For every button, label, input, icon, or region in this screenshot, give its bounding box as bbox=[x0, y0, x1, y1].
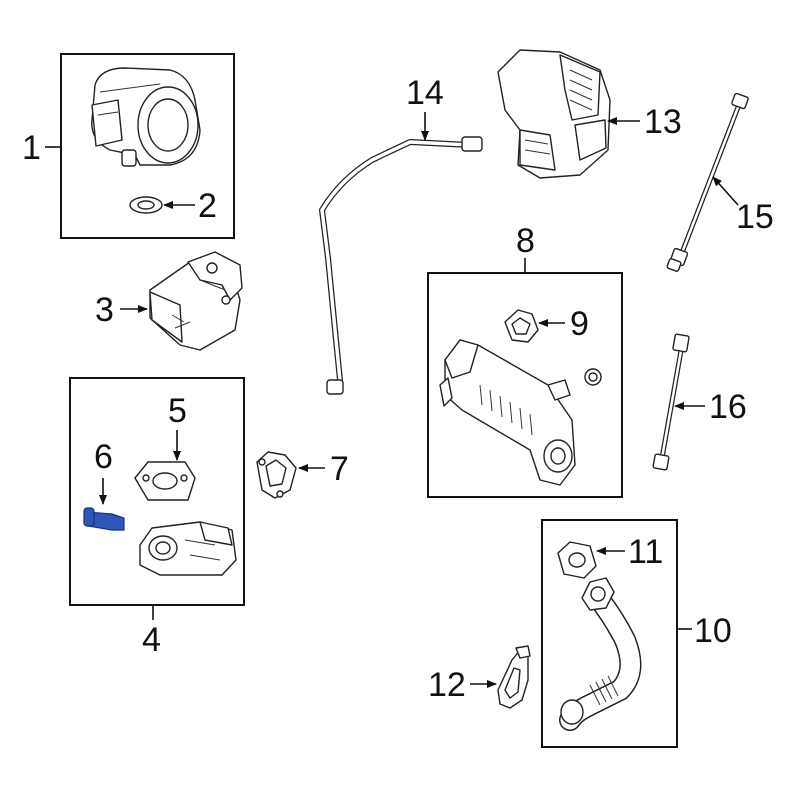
callout-14: 14 bbox=[406, 74, 444, 112]
highlighted-sensor-part-6[interactable] bbox=[83, 507, 125, 531]
heat-shield-part[interactable] bbox=[497, 49, 611, 179]
callout-15: 15 bbox=[736, 198, 774, 236]
callout-9: 9 bbox=[570, 305, 589, 343]
pressure-pipe-part-16[interactable] bbox=[652, 333, 690, 471]
gasket-part-5[interactable] bbox=[134, 461, 196, 501]
group-box-1 bbox=[60, 53, 235, 239]
egr-cooler-valve-part[interactable] bbox=[139, 521, 237, 576]
gasket-part-11[interactable] bbox=[557, 541, 597, 579]
seal-ring-part[interactable] bbox=[129, 196, 163, 214]
callout-7: 7 bbox=[330, 450, 349, 488]
callout-5: 5 bbox=[168, 392, 187, 430]
callout-10: 10 bbox=[694, 612, 732, 650]
gasket-part-9[interactable] bbox=[504, 309, 539, 343]
bracket-part-12[interactable] bbox=[497, 645, 531, 709]
group-box-10 bbox=[541, 519, 678, 748]
callout-4: 4 bbox=[142, 621, 161, 659]
egr-valve-part[interactable] bbox=[149, 251, 243, 351]
gasket-part-7[interactable] bbox=[256, 451, 297, 499]
pressure-pipe-part-15[interactable] bbox=[666, 92, 749, 272]
egr-cooler-part[interactable] bbox=[439, 339, 576, 486]
air-flow-sensor-part[interactable] bbox=[91, 67, 201, 167]
callout-1: 1 bbox=[22, 129, 41, 167]
callout-12: 12 bbox=[428, 666, 466, 704]
callout-8: 8 bbox=[516, 222, 535, 260]
callout-13: 13 bbox=[644, 103, 682, 141]
callout-3: 3 bbox=[95, 291, 114, 329]
callout-6: 6 bbox=[94, 438, 113, 476]
callout-2: 2 bbox=[198, 187, 217, 225]
callout-11: 11 bbox=[628, 533, 663, 571]
callout-16: 16 bbox=[709, 388, 747, 426]
o-ring-part[interactable] bbox=[584, 368, 602, 386]
egr-pipe-part[interactable] bbox=[559, 577, 642, 731]
leader-arrow-15 bbox=[712, 176, 739, 206]
egr-tube-part[interactable] bbox=[319, 136, 483, 395]
group-box-4 bbox=[69, 377, 245, 606]
